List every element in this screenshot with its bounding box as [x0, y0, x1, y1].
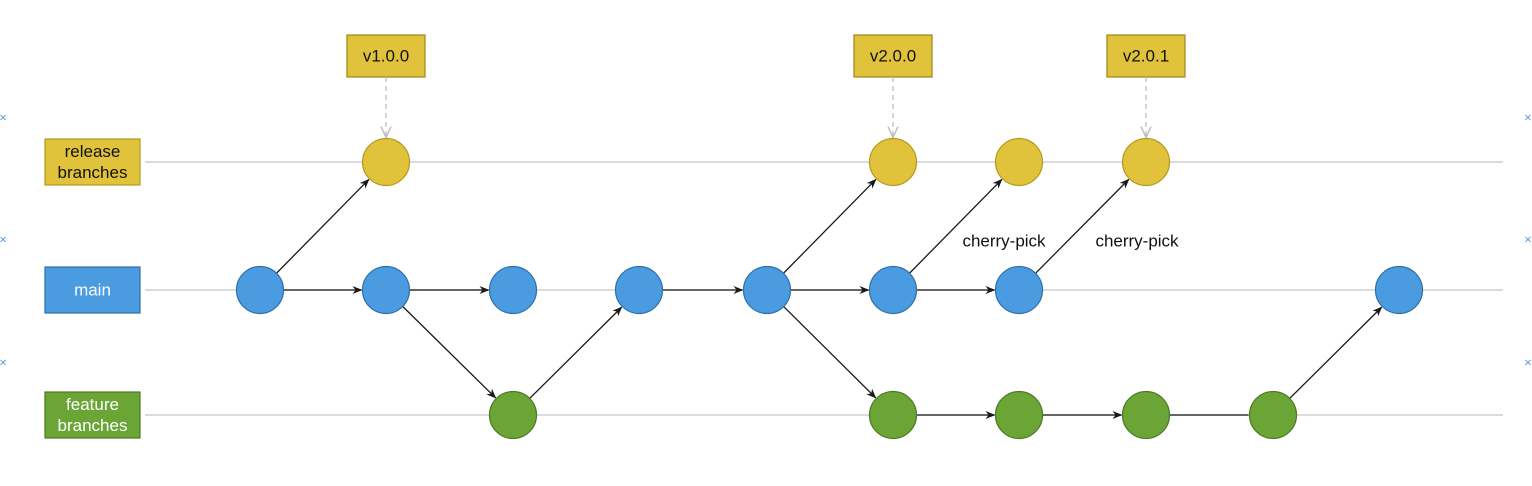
- commit-main-m8[interactable]: [1374, 265, 1424, 315]
- lane-label-text: branches: [58, 416, 128, 435]
- canvas-handle-icon: ×: [0, 358, 7, 369]
- lane-label-text: main: [74, 281, 111, 300]
- canvas-handle-icon: ×: [1524, 113, 1532, 124]
- edge-m1-r1: [276, 178, 370, 274]
- commit-main-m6[interactable]: [868, 265, 918, 315]
- commit-feature-f1[interactable]: [488, 390, 538, 440]
- commit-release-r3[interactable]: [994, 137, 1044, 187]
- lane-label-box: [44, 266, 141, 314]
- commit-main-m3[interactable]: [488, 265, 538, 315]
- edge-m7-r4: [1035, 178, 1130, 274]
- commit-release-r4[interactable]: [1121, 137, 1171, 187]
- edge-m5-f2: [783, 306, 877, 399]
- tag-v100: v1.0.0: [346, 34, 426, 137]
- commit-main-m5[interactable]: [742, 265, 792, 315]
- tag-label: v2.0.0: [870, 47, 916, 66]
- commit-feature-f2[interactable]: [868, 390, 918, 440]
- lane-label-text: branches: [58, 163, 128, 182]
- commit-main-m1[interactable]: [235, 265, 285, 315]
- commit-feature-f3[interactable]: [994, 390, 1044, 440]
- lane-label-box: [44, 391, 141, 439]
- tag-label: v2.0.1: [1123, 47, 1169, 66]
- commit-feature-f4[interactable]: [1121, 390, 1171, 440]
- canvas-handle-icon: ×: [1524, 235, 1532, 246]
- commit-main-m2[interactable]: [361, 265, 411, 315]
- lane-label-feature: feature branches: [44, 391, 141, 439]
- lane-label-box: [44, 138, 141, 186]
- tag-label: v1.0.0: [363, 47, 409, 66]
- tag-box: [1106, 34, 1186, 78]
- canvas-handle-icon: ×: [0, 113, 7, 124]
- lane-label-release: release branches: [44, 138, 141, 186]
- lane-label-text: feature: [66, 395, 119, 414]
- commit-release-r1[interactable]: [361, 137, 411, 187]
- edge-f5-m8: [1289, 306, 1383, 399]
- canvas-handle-icon: ×: [0, 235, 7, 246]
- tag-v200: v2.0.0: [853, 34, 933, 137]
- commit-release-r2[interactable]: [868, 137, 918, 187]
- canvas-handle-icon: ×: [1524, 358, 1532, 369]
- commit-main-m4[interactable]: [614, 265, 664, 315]
- cherry-pick-label: cherry-pick: [1095, 232, 1179, 251]
- commit-feature-f5[interactable]: [1248, 390, 1298, 440]
- edge-f1-m4: [529, 306, 623, 399]
- cherry-pick-label: cherry-pick: [962, 232, 1046, 251]
- lane-label-text: release: [65, 142, 121, 161]
- tag-v201: v2.0.1: [1106, 34, 1186, 137]
- lane-label-main: main: [44, 266, 141, 314]
- edge-m6-r3: [909, 178, 1003, 274]
- commit-main-m7[interactable]: [994, 265, 1044, 315]
- edge-m5-r2: [783, 178, 877, 274]
- tag-box: [853, 34, 933, 78]
- edge-m2-f1: [402, 306, 497, 399]
